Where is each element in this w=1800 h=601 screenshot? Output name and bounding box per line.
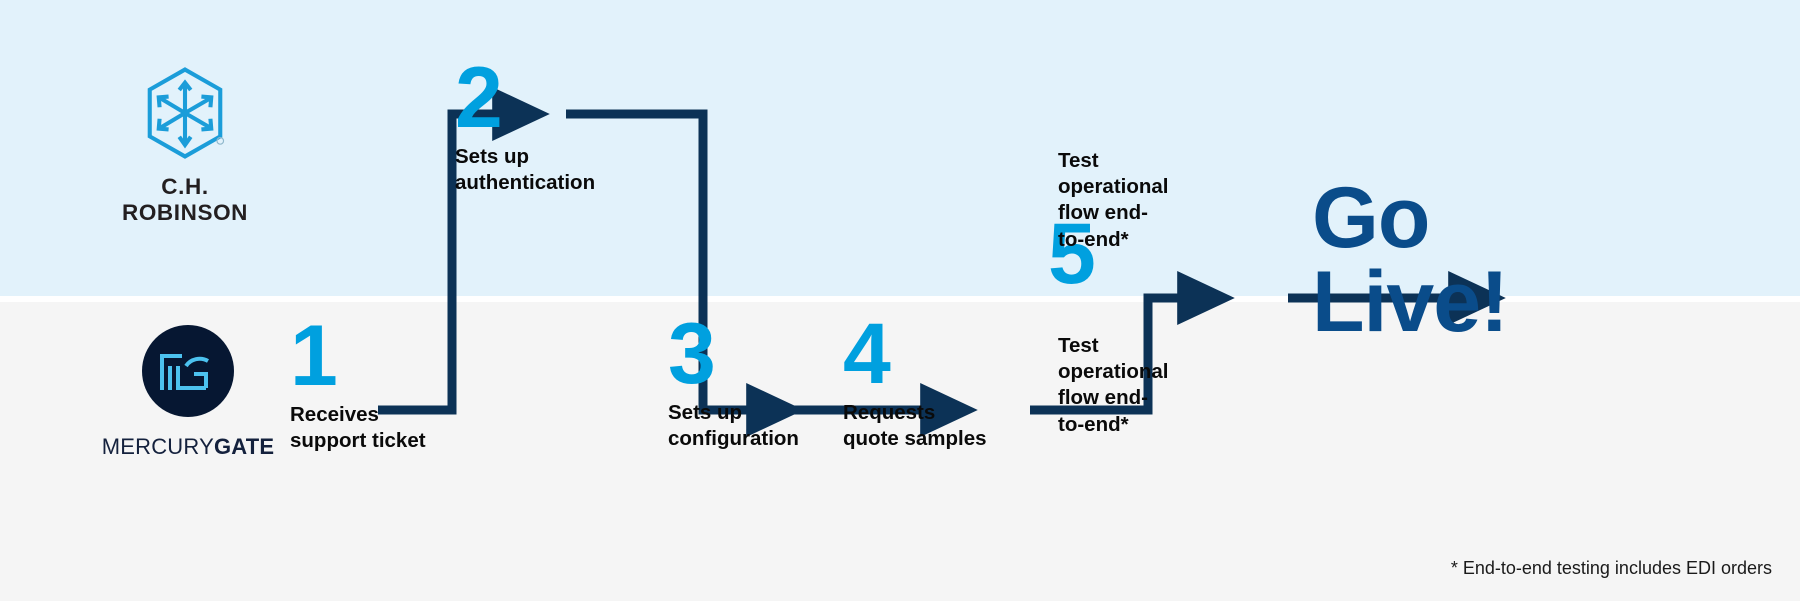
step-1-label: Receives support ticket <box>290 403 426 453</box>
step-4-label: Requests quote samples <box>843 401 987 451</box>
step-1[interactable]: 1 Receives support ticket <box>290 308 426 455</box>
mercurygate-wordmark-light: MERCURY <box>101 434 214 459</box>
connector-2-to-3 <box>566 109 804 437</box>
step-3-number: 3 <box>668 306 716 402</box>
hexagon-cube-arrows-icon <box>147 67 225 159</box>
step-5-label-top: Test operational flow end-to-end* <box>1058 149 1169 251</box>
footnote: * End-to-end testing includes EDI orders <box>1450 558 1772 578</box>
chrobinson-wordmark: C.H. ROBINSON <box>121 174 249 225</box>
mg-monogram-icon <box>160 354 209 390</box>
lane-band-mercurygate <box>0 302 1800 601</box>
step-3[interactable]: 3 Sets up configuration <box>668 306 799 453</box>
step-1-number: 1 <box>290 308 338 404</box>
step-2-label: Sets up authentication <box>455 145 596 195</box>
lane-divider <box>0 296 1800 302</box>
step-5-number: 5 <box>1048 206 1096 302</box>
connector-1-to-2 <box>378 87 550 415</box>
go-live-callout: Go Live! <box>1312 170 1509 351</box>
step-3-label: Sets up configuration <box>668 401 799 451</box>
lane-band-chrobinson <box>0 0 1800 296</box>
connector-4-to-5 <box>1030 271 1235 415</box>
step-5-label-bottom: Test operational flow end-to-end* <box>1058 334 1169 436</box>
mercurygate-wordmark-bold: GATE <box>213 434 275 459</box>
mercurygate-circle <box>142 325 234 417</box>
mercurygate-wordmark: MERCURYGATE <box>98 434 278 460</box>
step-2-number: 2 <box>455 50 503 146</box>
step-4-number: 4 <box>843 306 891 402</box>
step-2[interactable]: 2 Sets up authentication <box>455 50 596 197</box>
logo-chrobinson: C.H. ROBINSON <box>105 66 265 226</box>
step-4[interactable]: 4 Requests quote samples <box>843 306 987 453</box>
step-5[interactable]: Test operational flow end-to-end* 5 Test… <box>1048 149 1169 436</box>
logo-mercurygate: MERCURYGATE <box>98 325 278 460</box>
